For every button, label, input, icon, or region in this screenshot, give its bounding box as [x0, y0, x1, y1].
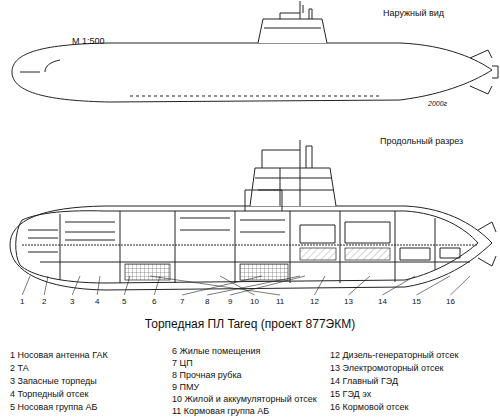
- callout-number: 11: [276, 297, 284, 306]
- leader-line: [314, 276, 325, 295]
- leader-lines: [22, 276, 470, 295]
- leader-line: [207, 276, 300, 295]
- leader-line: [450, 276, 470, 295]
- leader-line: [154, 276, 160, 295]
- diagram-title: Торпедная ПЛ Tareq (проект 877ЭКМ): [145, 318, 355, 332]
- leader-line: [220, 276, 254, 295]
- leader-line: [416, 276, 450, 295]
- longitudinal-section: [10, 140, 496, 290]
- leader-line: [72, 276, 80, 295]
- legend-entry: 12 Дизель-генераторный отсек: [330, 350, 458, 360]
- outside-view: [12, 1, 498, 102]
- legend-entry: 5 Носовая группа АБ: [10, 402, 98, 412]
- legend-entry: 16 Кормовой отсек: [330, 402, 408, 412]
- callout-number: 15: [412, 297, 421, 306]
- legend-entry: 2 ТА: [10, 363, 29, 373]
- legend-entry: 6 Жилые помещения: [172, 346, 260, 356]
- legend-entry: 3 Запасные торпеды: [10, 376, 97, 386]
- legend-entry: 4 Торпедный отсек: [10, 389, 88, 399]
- callout-number: 6: [152, 297, 156, 306]
- diesel-generator: [345, 248, 390, 260]
- leader-line: [44, 276, 48, 295]
- view-label: Продольный разрез: [380, 136, 463, 146]
- callout-number: 5: [122, 297, 126, 306]
- legend-entry: 13 Электромоторный отсек: [330, 363, 443, 373]
- legend-entry: 7 ЦП: [172, 358, 193, 368]
- callout-number: 12: [310, 297, 319, 306]
- leader-line: [230, 276, 305, 295]
- legend-entry: 11 Кормовая группа АБ: [172, 406, 269, 416]
- leader-line: [348, 276, 370, 295]
- legend-entry: 9 ПМУ: [172, 382, 199, 392]
- leader-line: [97, 276, 100, 295]
- callout-number: 10: [250, 297, 259, 306]
- legend-entry: 1 Носовая антенна ГАК: [10, 350, 108, 360]
- callout-number: 9: [228, 297, 232, 306]
- leader-line: [150, 276, 280, 295]
- callout-number: 3: [70, 297, 74, 306]
- legend-entry: 8 Прочная рубка: [172, 370, 242, 380]
- leader-line: [124, 276, 130, 295]
- callout-number: 4: [95, 297, 99, 306]
- legend-entry: 15 ГЭД эх: [330, 389, 371, 399]
- battery-group: [240, 264, 288, 280]
- callout-number: 7: [180, 297, 184, 306]
- callout-number: 16: [446, 297, 455, 306]
- view-label: М 1:500: [72, 36, 105, 46]
- leader-line: [22, 276, 30, 295]
- legend-entry: 10 Жилой и аккумуляторный отсек: [172, 394, 317, 404]
- battery-group: [125, 264, 170, 280]
- leader-line: [382, 276, 415, 295]
- callout-number: 1: [20, 297, 24, 306]
- legend-entry: 14 Главный ГЭД: [330, 376, 398, 386]
- diesel-generator: [300, 248, 336, 260]
- view-label: Наружный вид: [383, 8, 444, 18]
- callout-number: 14: [378, 297, 387, 306]
- callout-number: 13: [344, 297, 353, 306]
- callout-number: 8: [205, 297, 209, 306]
- callout-number: 2: [42, 297, 46, 306]
- signature: 2000г: [428, 100, 447, 108]
